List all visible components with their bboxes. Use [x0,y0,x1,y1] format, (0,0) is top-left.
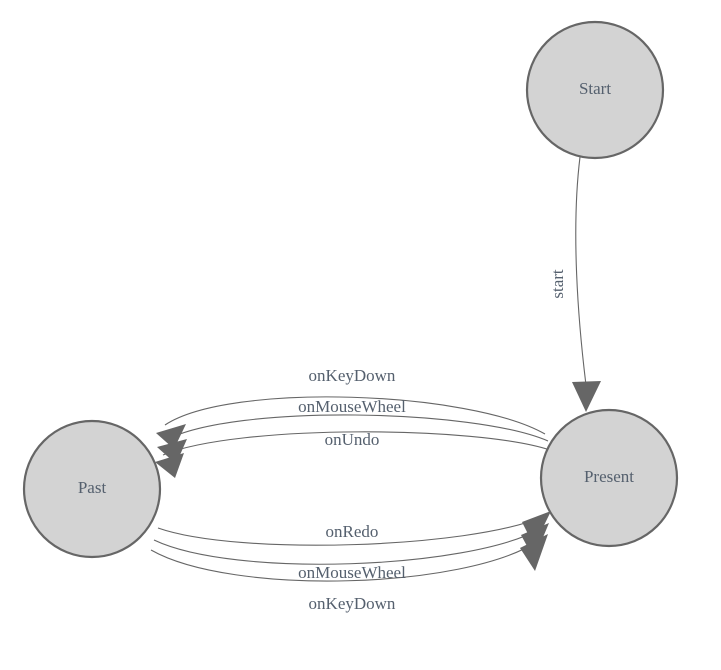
edge-label-start: start [548,269,567,299]
edge-past-to-present-mousewheel-path [153,528,541,565]
edge-past-to-present-keydown-path [150,540,539,582]
node-start-label: Start [579,79,611,98]
node-past[interactable]: Past [22,419,162,559]
edge-present-to-past-keydown-path [164,396,546,435]
edge-past-to-present-redo-path [157,516,543,546]
arrowhead-into-past-1 [156,424,186,449]
edge-present-to-past-undo[interactable] [155,431,551,478]
edge-present-to-past-undo-path [162,431,551,456]
edge-label-bottom-redo: onRedo [326,522,379,541]
arrowhead-into-past-3 [155,453,184,478]
arrowhead-into-present-3 [520,534,548,571]
edge-present-to-past-mousewheel-path [165,414,549,442]
edge-start-to-present[interactable] [572,156,601,412]
node-present[interactable]: Present [539,408,679,548]
node-start[interactable]: Start [525,20,665,160]
edge-label-top-undo: onUndo [325,430,380,449]
node-past-circle [22,419,162,559]
edge-present-to-past-keydown[interactable] [156,396,546,449]
node-present-circle [539,408,679,548]
node-start-circle [525,20,665,160]
edge-label-top-mousewheel: onMouseWheel [298,397,406,416]
node-present-label: Present [584,467,634,486]
edge-past-to-present-keydown[interactable] [150,534,548,582]
edge-start-to-present-path [575,156,587,386]
edge-label-top-keydown: onKeyDown [309,366,396,385]
edge-label-bottom-keydown: onKeyDown [309,594,396,613]
edge-label-bottom-mousewheel: onMouseWheel [298,563,406,582]
node-past-label: Past [78,478,107,497]
arrowhead-into-present-top [572,381,601,412]
